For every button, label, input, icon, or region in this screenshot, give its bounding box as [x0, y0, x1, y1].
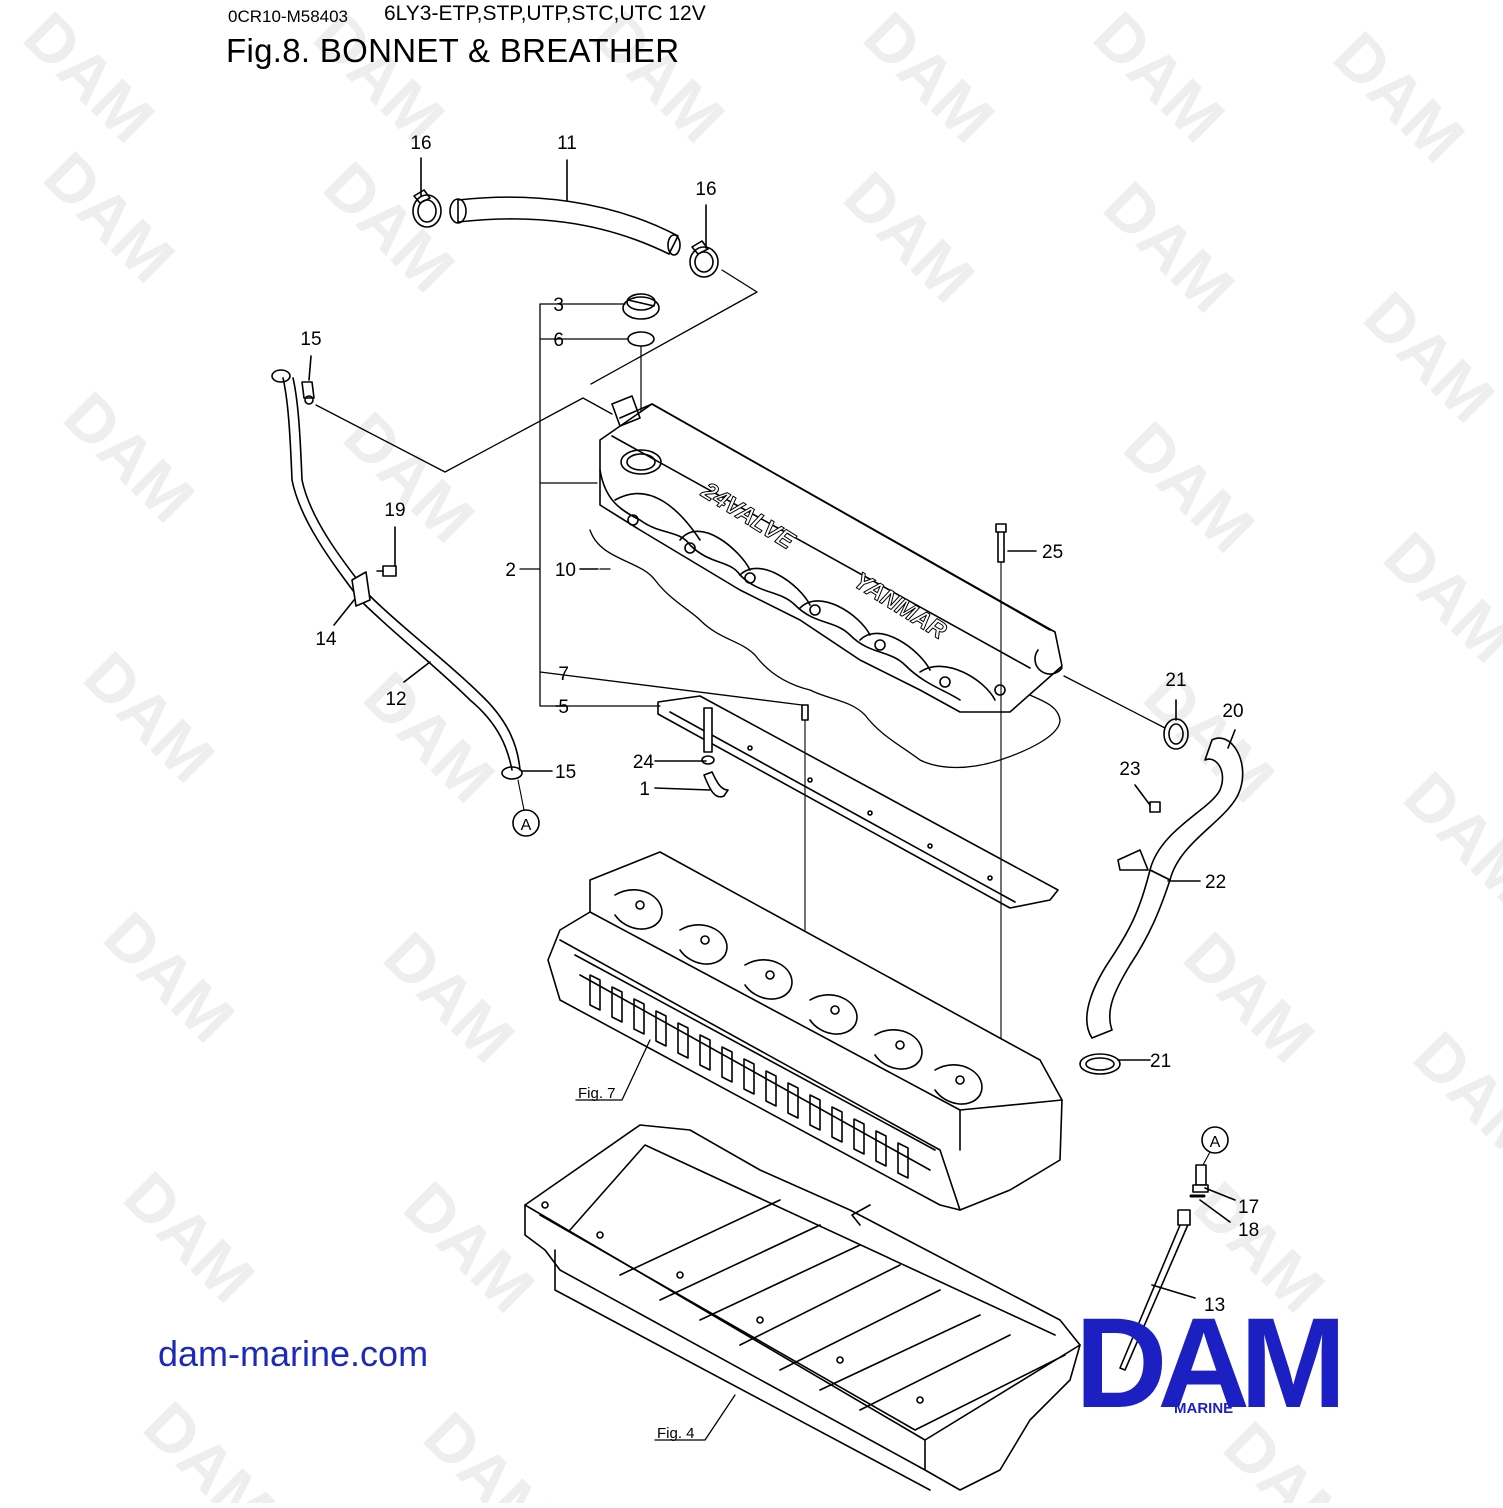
callout-12: 12 — [385, 689, 406, 710]
website-link[interactable]: dam-marine.com — [158, 1333, 429, 1374]
bolt-25 — [995, 523, 1007, 563]
watermark: DAM — [110, 1158, 269, 1317]
ref-circle-a-left — [512, 809, 540, 837]
callout-25: 25 — [1042, 542, 1063, 563]
callout-19: 19 — [384, 500, 405, 521]
leader-fig4 — [654, 1394, 736, 1441]
callout-21: 21 — [1150, 1051, 1171, 1072]
callout-18: 18 — [1238, 1220, 1259, 1241]
bolt-19 — [376, 565, 397, 577]
oil-pan-fig4 — [524, 1124, 1081, 1491]
figure-title: Fig.8. BONNET & BREATHER — [226, 32, 680, 69]
clamp-15-bottom — [501, 766, 523, 780]
watermark: DAM — [30, 138, 189, 297]
watermark: DAM — [1170, 918, 1329, 1077]
watermark: DAM — [130, 1388, 289, 1503]
callout-13: 13 — [1204, 1295, 1225, 1316]
fig4-reference: Fig. 4 — [657, 1425, 695, 1442]
engine-model: 6LY3-ETP,STP,UTP,STC,UTC 12V — [384, 2, 706, 25]
dam-logo: DAM — [1075, 1292, 1346, 1435]
watermark: DAM — [1320, 18, 1479, 177]
watermark: DAM — [1090, 168, 1249, 327]
hose-clip-21-bottom — [1079, 1053, 1121, 1075]
watermark: DAM — [830, 158, 989, 317]
cylinder-head-fig7 — [547, 851, 1063, 1211]
watermark: DAM — [410, 1398, 569, 1503]
callout-7: 7 — [558, 664, 569, 685]
ref-label-a: A — [521, 817, 532, 834]
callout-2: 2 — [505, 560, 516, 581]
watermark: DAM — [1390, 758, 1503, 917]
callout-15: 15 — [300, 329, 321, 350]
leader-fig7 — [575, 1039, 651, 1101]
callout-21: 21 — [1165, 670, 1186, 691]
watermark: DAM — [390, 1168, 549, 1327]
watermark: DAM — [90, 898, 249, 1057]
watermark: DAM — [10, 0, 169, 156]
bracket-14 — [351, 571, 371, 607]
rocker-plate-5 — [657, 695, 1059, 909]
watermark: DAM — [1110, 408, 1269, 567]
callout-16: 16 — [695, 179, 716, 200]
callout-15: 15 — [555, 762, 576, 783]
callout-16: 16 — [410, 133, 431, 154]
watermark: DAM — [350, 658, 509, 817]
watermark: DAM — [1130, 658, 1289, 817]
nipple-24 — [701, 707, 715, 765]
bolt-23 — [1117, 801, 1161, 871]
watermark: DAM — [1400, 1018, 1503, 1177]
ref-circle-a-right — [1201, 1126, 1229, 1154]
callout-6: 6 — [553, 330, 564, 351]
watermark: DAM — [1080, 0, 1239, 156]
watermark: DAM — [1350, 278, 1503, 437]
breather-pipe-1 — [703, 771, 729, 798]
callout-10: 10 — [555, 560, 576, 581]
oil-filler-cap-3 — [622, 293, 660, 320]
callout-20: 20 — [1222, 701, 1243, 722]
callout-labels: 16 11 16 3 6 15 19 14 12 15 2 10 7 5 24 … — [300, 133, 1259, 1442]
head-cover-gasket-10 — [589, 529, 1061, 769]
callout-1: 1 — [639, 779, 650, 800]
fig7-reference: Fig. 7 — [578, 1085, 616, 1102]
bolt-7 — [801, 704, 809, 721]
document-code: 0CR10-M58403 — [228, 7, 349, 26]
water-hose-22 — [1086, 869, 1171, 1039]
watermark: DAM — [310, 148, 469, 307]
o-ring-6 — [627, 331, 655, 347]
ref-label-a: A — [1210, 1134, 1221, 1151]
cylinder-head-cover-2 — [599, 395, 1063, 713]
callout-24: 24 — [633, 752, 655, 773]
callout-14: 14 — [315, 629, 337, 650]
watermark: DAM — [70, 638, 229, 797]
watermark: DAM — [330, 398, 489, 557]
watermark: DAM — [370, 918, 529, 1077]
logo-subtitle: MARINE — [1174, 1400, 1234, 1417]
callout-5: 5 — [558, 697, 569, 718]
dipstick-13 — [1119, 1209, 1191, 1371]
hose-clip-16-left — [412, 189, 442, 228]
callout-17: 17 — [1238, 1197, 1259, 1218]
watermark: DAM — [850, 0, 1009, 156]
callout-3: 3 — [553, 295, 564, 316]
callout-11: 11 — [557, 133, 577, 154]
callout-22: 22 — [1205, 872, 1226, 893]
clamp-15-top — [301, 381, 315, 405]
watermark: DAM — [50, 378, 209, 537]
hose-clip-16-right — [689, 240, 719, 278]
callout-23: 23 — [1119, 759, 1140, 780]
breather-hose-11 — [449, 196, 681, 256]
watermark: DAM — [1370, 518, 1503, 677]
